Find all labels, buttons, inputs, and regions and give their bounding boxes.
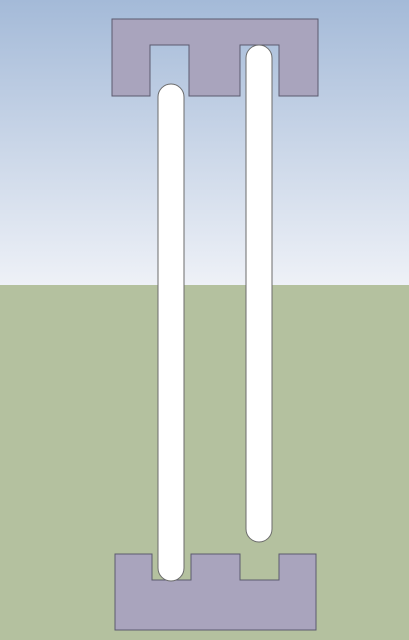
rod-left[interactable] [157,83,185,582]
bottom-bracket[interactable] [114,553,317,631]
rod-right[interactable] [245,44,273,543]
top-bracket[interactable] [111,18,319,97]
